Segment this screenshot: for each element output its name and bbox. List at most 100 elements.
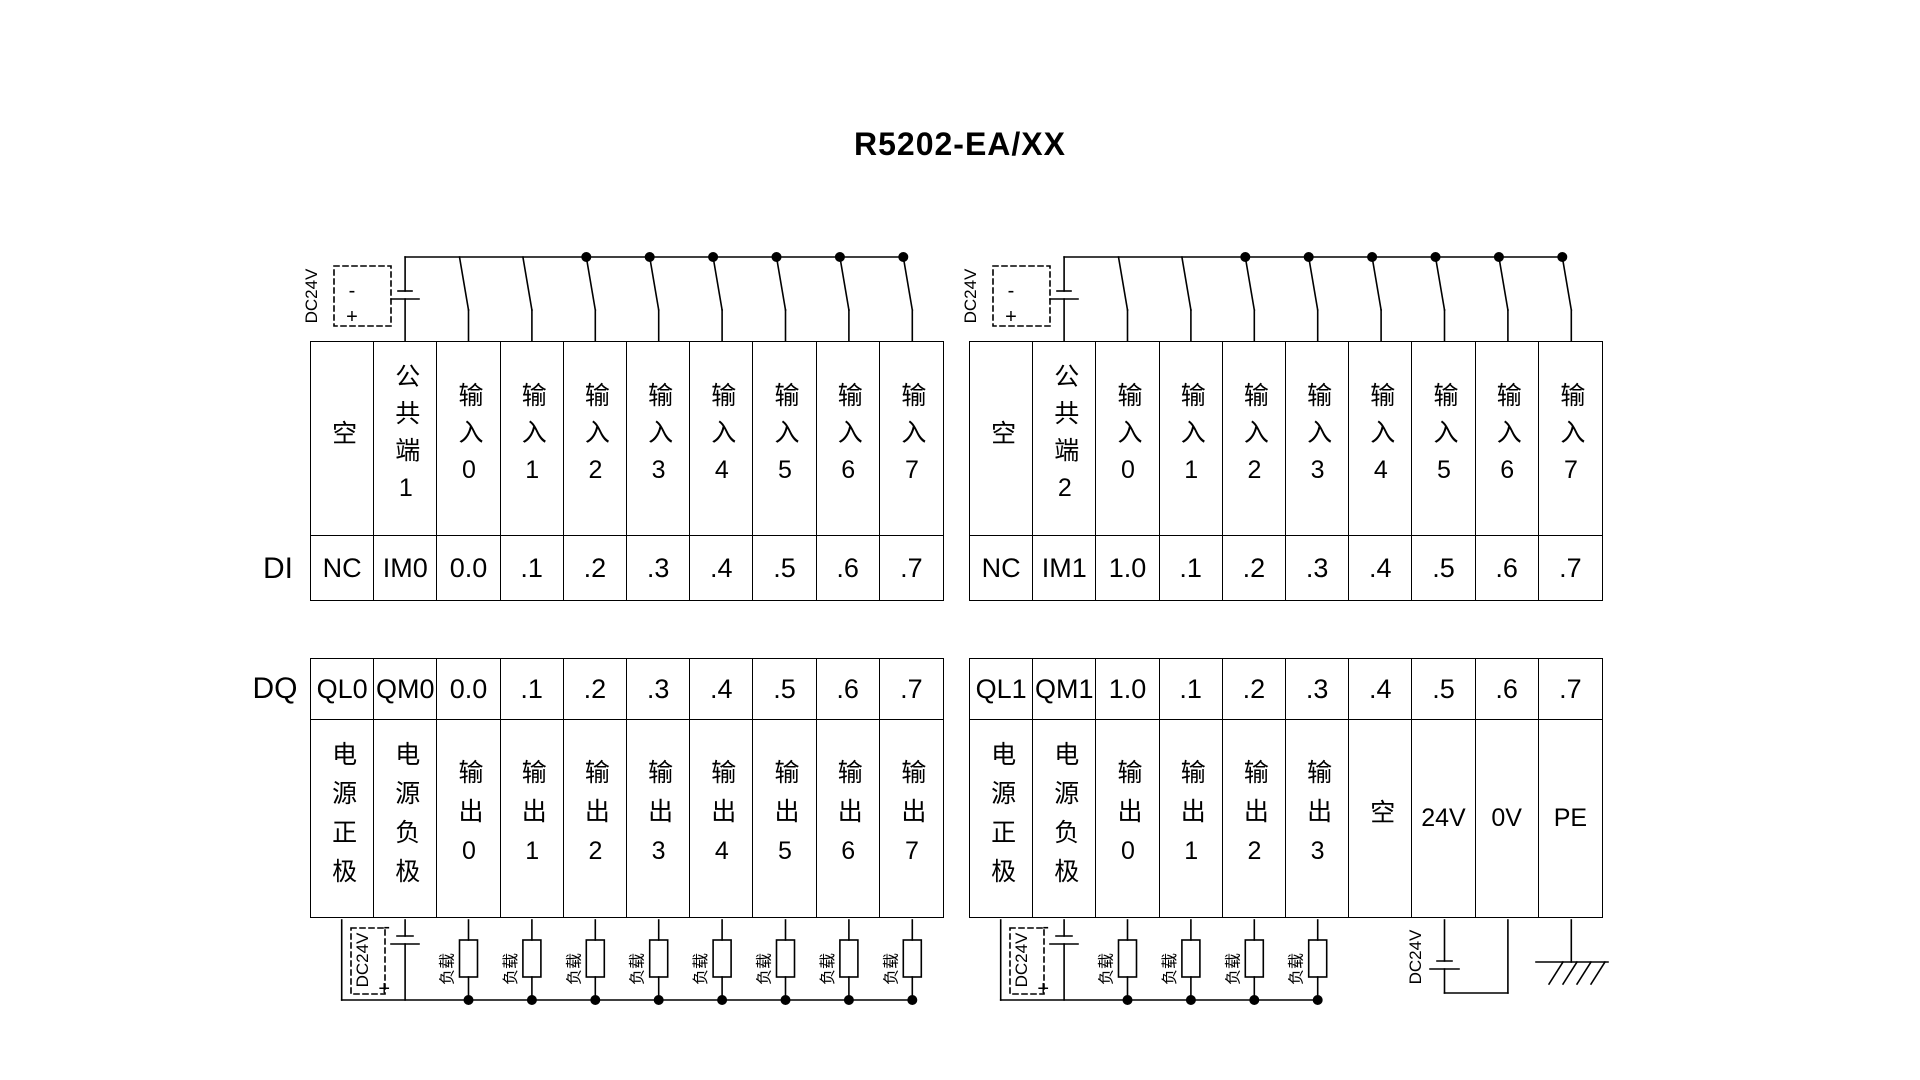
dq-label-cell-text: 电源正极 (328, 740, 357, 897)
dq-label-cell: 0V (1476, 720, 1539, 917)
dq-label-cell: 输出0 (437, 720, 501, 917)
dq-terminal-cell: .1 (500, 659, 564, 720)
minus-sign: - (349, 280, 356, 302)
dq-terminal-cell: .2 (563, 659, 627, 720)
dq-terminal-cell-text: QM0 (376, 673, 435, 704)
dq-label-cell-text: 24V (1421, 804, 1466, 832)
di-terminal-cell-text: 0.0 (449, 552, 488, 583)
sensor-supply-battery: DC24V (1406, 919, 1509, 994)
pe-ground-symbol (1535, 919, 1609, 986)
dq-section-label: DQ (252, 672, 298, 705)
dq-terminal-cell: .6 (1475, 659, 1539, 720)
dq-label-cell-text: 输出3 (1303, 758, 1332, 879)
plus-sign: + (378, 978, 390, 1000)
input-switch (712, 256, 723, 342)
dq-terminal-cell: QM0 (374, 659, 438, 720)
output-load (1286, 919, 1328, 1006)
dc-supply-battery: - + DC24V (1009, 916, 1079, 1001)
dq-right-wiring: - + DC24V DC24V (999, 916, 1609, 1006)
dc24v-label: DC24V (353, 932, 372, 987)
di-terminal-cell-text: .5 (1432, 552, 1455, 583)
di-header-cell-text: 输入6 (1493, 381, 1522, 496)
di-terminal-cell: .1 (1160, 536, 1223, 600)
dc24v-label: DC24V (1012, 932, 1031, 987)
dq-label-cell-text: 输出1 (1177, 758, 1206, 879)
junction-dots (1240, 252, 1568, 262)
di-header-cell: 空 (970, 342, 1034, 536)
dq-label-cell-text: 0V (1491, 804, 1522, 832)
di-terminal-cell: IM0 (374, 536, 438, 600)
input-switch (458, 256, 470, 342)
dq-terminal-cell: 0.0 (437, 659, 501, 720)
dq-label-cell: 输出6 (817, 720, 880, 917)
dq-label-cell: 电源负极 (374, 720, 438, 917)
dq-label-cell: 空 (1349, 720, 1413, 917)
dq-terminal-cell-text: .2 (583, 673, 607, 704)
dq-terminal-cell: .2 (1222, 659, 1286, 720)
dq-label-cell-text: 输出1 (518, 758, 547, 879)
dq-label-cell: 输出7 (880, 720, 943, 917)
output-load (564, 919, 606, 1006)
di-header-cell-text: 公共端2 (1050, 363, 1079, 514)
di-header-cell-text: 输入3 (1303, 381, 1332, 496)
di-terminal-cell: 1.0 (1096, 536, 1160, 600)
dq-terminal-cell-text: .3 (646, 673, 670, 704)
dq-terminal-cell-text: .7 (900, 673, 923, 704)
dc-supply-battery: - + DC24V (350, 916, 420, 1001)
di-terminal-cell-text: .1 (1179, 552, 1202, 583)
di-header-cell: 输入6 (1475, 342, 1539, 536)
di-section-label: DI (263, 552, 293, 585)
dq-label-cell: 输出4 (690, 720, 754, 917)
dq-terminal-cell: .6 (816, 659, 880, 720)
di-terminal-cell-text: .3 (646, 552, 670, 583)
di-terminal-cell: .4 (1349, 536, 1413, 600)
di-terminal-cell: .2 (564, 536, 627, 600)
di-header-cell: 输入3 (627, 342, 691, 536)
di-header-cell-text: 输入1 (518, 381, 547, 496)
di-header-cell: 公共端1 (374, 342, 438, 536)
output-load (627, 919, 669, 1006)
di-header-cell: 输入7 (879, 342, 943, 536)
dq-terminal-cell-text: 1.0 (1108, 673, 1147, 704)
plus-sign: + (1005, 306, 1017, 328)
di-header-cell-text: 输入2 (581, 381, 610, 496)
di-header-cell: 输入7 (1538, 342, 1602, 536)
di-terminal-cell: .2 (1223, 536, 1286, 600)
junction-dots (581, 252, 909, 262)
dq-label-cell-text: 输出7 (897, 758, 926, 879)
di-terminal-cell-text: .7 (1559, 552, 1582, 583)
output-load (691, 919, 732, 1006)
dq-label-cell: 电源正极 (970, 720, 1034, 917)
dq-label-cell: 输出5 (753, 720, 817, 917)
di-terminal-cell-text: NC (322, 552, 362, 583)
output-load (1160, 919, 1201, 1006)
di-terminal-cell-text: NC (981, 552, 1021, 583)
dq-terminal-cell: QL0 (311, 659, 375, 720)
dq-terminal-cell: .3 (1286, 659, 1350, 720)
di-header-cell: 输入1 (500, 342, 564, 536)
di-terminal-cell: .3 (1286, 536, 1350, 600)
dq-label-cell: 输出0 (1096, 720, 1160, 917)
di-terminal-cell-text: 1.0 (1108, 552, 1147, 583)
di-terminal-cell-text: .7 (900, 552, 923, 583)
dc24v-label: DC24V (961, 268, 980, 323)
dq-label-cell: PE (1539, 720, 1602, 917)
dq-label-cell-text: PE (1553, 804, 1588, 832)
di-header-cell-text: 空 (987, 420, 1016, 457)
di-terminal-cell: .1 (501, 536, 564, 600)
dq-label-cell: 电源正极 (311, 720, 375, 917)
di-terminal-cell: 0.0 (437, 536, 501, 600)
di-terminal-cell: .6 (1476, 536, 1539, 600)
di-terminal-cell: .3 (627, 536, 691, 600)
di-header-cell: 输入1 (1159, 342, 1223, 536)
di-header-cell-text: 输入7 (897, 381, 926, 496)
output-load (501, 919, 542, 1006)
plus-sign: + (346, 306, 358, 328)
output-load (754, 919, 796, 1006)
di-terminal-cell: .6 (817, 536, 880, 600)
di-header-cell: 输入2 (1222, 342, 1286, 536)
di-terminal-cell: .5 (1412, 536, 1476, 600)
